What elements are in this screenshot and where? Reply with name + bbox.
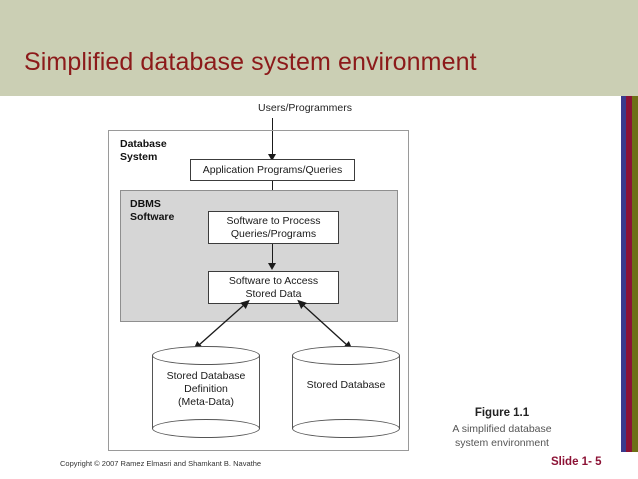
software-to-process-line2: Queries/Programs [230,227,317,240]
figure-caption-line2: system environment [455,437,549,449]
cylinder-body [292,355,400,429]
dbms-software-label-line2: Software [130,211,175,223]
stripe-band-maroon [626,96,632,479]
dbms-software-label-line1: DBMS [130,198,161,210]
cylinder-top-ellipse-icon [292,346,400,365]
arrow-process-to-access [272,244,274,265]
cylinder-top-ellipse-icon [152,346,260,365]
cylinder-stored-database: Stored Database [292,346,400,438]
stripe-band-olive [632,96,638,479]
database-system-label-line1: Database [120,138,167,150]
meta-data-line3: (Meta-Data) [177,396,234,408]
application-programs-queries-box: Application Programs/Queries [190,159,355,181]
software-to-access-stored-data-box: Software to Access Stored Data [208,271,339,304]
cylinder-body [152,355,260,429]
users-programmers-label: Users/Programmers [258,102,352,114]
arrow-process-to-access-head-icon [268,263,276,270]
software-to-access-line2: Stored Data [245,287,302,300]
cylinder-stored-database-definition-label: Stored Database Definition (Meta-Data) [152,370,260,409]
figure-caption: Figure 1.1 A simplified database system … [418,406,586,450]
meta-data-line1: Stored Database [166,370,246,382]
copyright-text: Copyright © 2007 Ramez Elmasri and Shamk… [60,459,262,468]
meta-data-line2: Definition [184,383,228,395]
cylinder-stored-database-label: Stored Database [292,379,400,392]
slide-header-banner: Simplified database system environment [0,0,638,96]
software-to-access-line1: Software to Access [228,274,319,287]
decorative-side-stripe [621,96,638,479]
arrow-users-to-application [272,118,274,156]
slide-footer: Copyright © 2007 Ramez Elmasri and Shamk… [0,452,638,479]
cylinder-bottom-ellipse-icon [152,419,260,438]
slide-number: Slide 1- 5 [551,456,602,468]
figure-diagram-area: Users/Programmers Database System Applic… [0,96,621,452]
cylinder-bottom-ellipse-icon [292,419,400,438]
figure-caption-line1: A simplified database [452,423,552,435]
figure-caption-title: Figure 1.1 [474,407,530,419]
dbms-software-label: DBMS Software [130,198,174,224]
page-title: Simplified database system environment [24,48,477,76]
database-system-boundary-box [108,130,409,451]
software-to-process-queries-box: Software to Process Queries/Programs [208,211,339,244]
cylinder-stored-database-definition: Stored Database Definition (Meta-Data) [152,346,260,438]
arrow-users-to-application-head-icon [268,154,276,161]
stripe-band-blue [621,96,626,479]
application-programs-queries-label: Application Programs/Queries [202,164,343,176]
stored-database-line1: Stored Database [306,379,386,391]
database-system-label: Database System [120,138,167,164]
software-to-process-line1: Software to Process [226,214,321,227]
database-system-label-line2: System [120,151,158,163]
